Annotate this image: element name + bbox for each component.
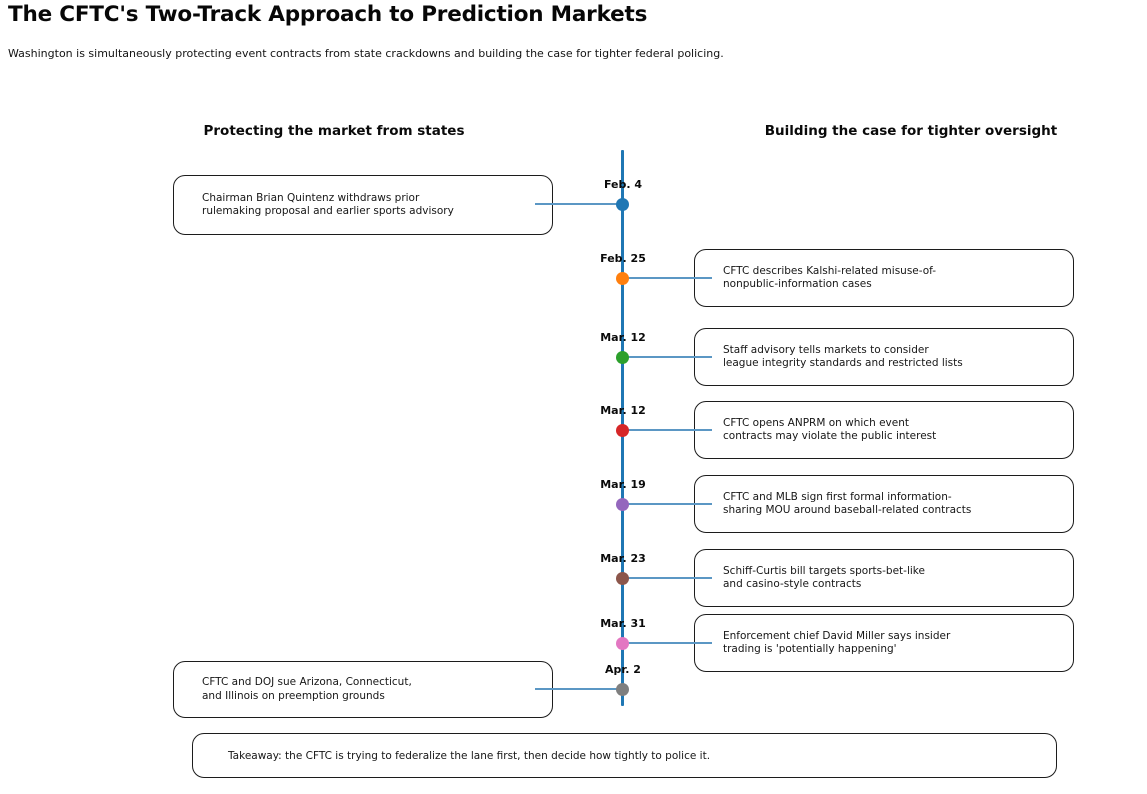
- event-card: CFTC and DOJ sue Arizona, Connecticut, a…: [173, 661, 553, 718]
- event-text: CFTC and DOJ sue Arizona, Connecticut, a…: [202, 676, 412, 702]
- event-card: CFTC and MLB sign first formal informati…: [694, 475, 1074, 533]
- event-date: Mar. 31: [600, 617, 646, 630]
- event-card: CFTC opens ANPRM on which event contract…: [694, 401, 1074, 459]
- event-date: Mar. 19: [600, 478, 646, 491]
- left-column-header: Protecting the market from states: [203, 123, 465, 139]
- right-column-header: Building the case for tighter oversight: [764, 123, 1058, 139]
- event-text: Schiff-Curtis bill targets sports-bet-li…: [723, 564, 925, 591]
- event-connector-line: [623, 642, 712, 644]
- event-date: Feb. 4: [603, 178, 643, 191]
- event-date: Mar. 12: [600, 404, 646, 417]
- event-connector-line: [623, 356, 712, 358]
- event-text: CFTC and MLB sign first formal informati…: [723, 490, 972, 517]
- event-date: Feb. 25: [600, 252, 646, 265]
- event-text: Enforcement chief David Miller says insi…: [723, 629, 951, 656]
- event-connector-line: [535, 203, 623, 205]
- event-dot: [616, 572, 629, 585]
- event-connector-line: [535, 688, 623, 690]
- event-card: Chairman Brian Quintenz withdraws prior …: [173, 175, 553, 235]
- event-card: Schiff-Curtis bill targets sports-bet-li…: [694, 549, 1074, 607]
- event-card: Staff advisory tells markets to consider…: [694, 328, 1074, 386]
- event-dot: [616, 637, 629, 650]
- event-date: Mar. 23: [600, 552, 646, 565]
- event-card: Enforcement chief David Miller says insi…: [694, 614, 1074, 672]
- event-dot: [616, 498, 629, 511]
- page-title: The CFTC's Two-Track Approach to Predict…: [8, 2, 648, 27]
- event-dot: [616, 683, 629, 696]
- event-dot: [616, 351, 629, 364]
- takeaway-text: Takeaway: the CFTC is trying to federali…: [228, 749, 711, 762]
- event-dot: [616, 272, 629, 285]
- event-dot: [616, 198, 629, 211]
- event-text: CFTC describes Kalshi-related misuse-of-…: [723, 264, 937, 291]
- event-date: Apr. 2: [605, 663, 641, 676]
- event-text: Chairman Brian Quintenz withdraws prior …: [202, 191, 454, 218]
- event-card: CFTC describes Kalshi-related misuse-of-…: [694, 249, 1074, 307]
- event-connector-line: [623, 577, 712, 579]
- event-text: Staff advisory tells markets to consider…: [723, 343, 963, 370]
- event-date: Mar. 12: [600, 331, 646, 344]
- event-connector-line: [623, 503, 712, 505]
- takeaway-card: Takeaway: the CFTC is trying to federali…: [192, 733, 1057, 778]
- event-connector-line: [623, 277, 712, 279]
- page-subtitle: Washington is simultaneously protecting …: [8, 47, 724, 60]
- event-text: CFTC opens ANPRM on which event contract…: [723, 416, 937, 443]
- event-connector-line: [623, 429, 712, 431]
- event-dot: [616, 424, 629, 437]
